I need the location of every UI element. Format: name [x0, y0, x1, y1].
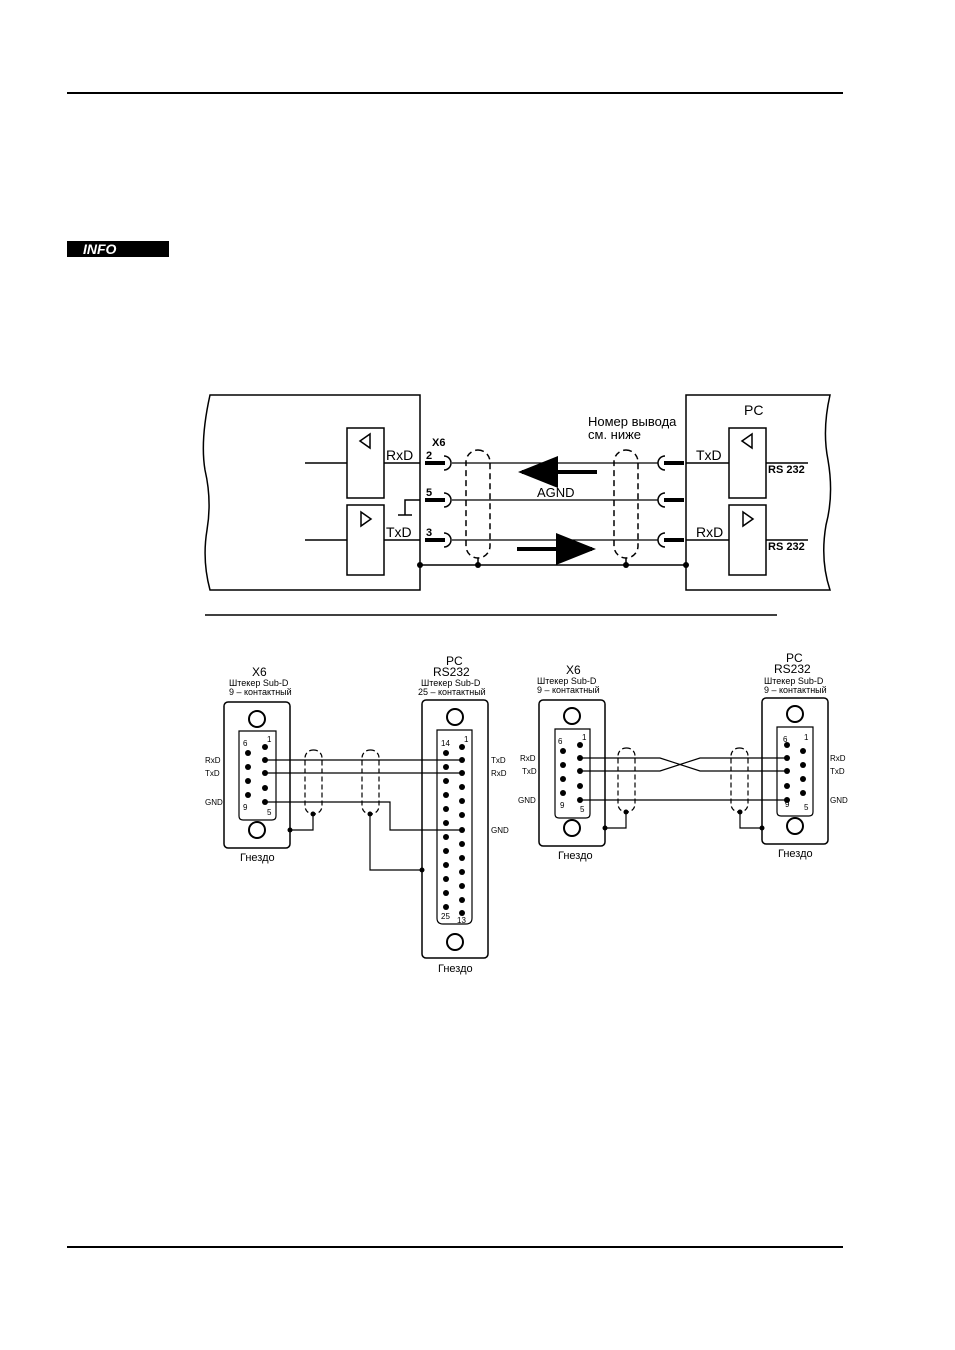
br-txd: TxD [522, 767, 537, 776]
pin-note-2: см. ниже [588, 427, 641, 442]
br-pc-pins: 9 – контактный [764, 685, 827, 695]
br-socket-pc: Гнездо [778, 848, 813, 860]
bl-pc: PC [446, 654, 463, 668]
br-m9: 9 [785, 800, 790, 809]
br-x6: X6 [566, 663, 581, 677]
br-pc-rs232: RS232 [774, 662, 811, 676]
br-x6-plug: Штекер Sub-D [537, 676, 597, 686]
br-m6: 6 [783, 735, 788, 744]
bl-pc-rxd: RxD [491, 769, 507, 778]
x6-label: X6 [432, 437, 445, 449]
br-gnd: GND [518, 796, 536, 805]
pc-receiver-box [728, 427, 767, 499]
br-socket-left: Гнездо [558, 850, 593, 862]
br-n9: 9 [560, 801, 565, 810]
br-pc: PC [786, 651, 803, 665]
bl-n1b: 1 [464, 735, 469, 744]
left-transmitter-triangle [360, 510, 373, 528]
agnd-label: AGND [537, 485, 575, 500]
pc-receiver-triangle [740, 432, 753, 450]
pc-transmitter-triangle [742, 510, 755, 528]
bottom-right-pins [560, 742, 806, 831]
bl-n14: 14 [441, 739, 450, 748]
pc-connector-25 [421, 699, 489, 959]
footer-rule [67, 1246, 843, 1248]
x6-connector-right [538, 699, 606, 847]
info-badge: INFO [67, 241, 169, 257]
br-pc-txd: TxD [830, 767, 845, 776]
left-receiver-triangle [358, 432, 371, 450]
br-rxd: RxD [520, 754, 536, 763]
right-txd: TxD [696, 447, 722, 463]
bl-n1: 1 [267, 735, 272, 744]
br-n6: 6 [558, 737, 563, 746]
rs232-top: RS 232 [768, 464, 805, 476]
bl-n6: 6 [243, 739, 248, 748]
pin-2: 2 [426, 450, 432, 462]
pin-5: 5 [426, 487, 432, 499]
br-pc-gnd: GND [830, 796, 848, 805]
bl-n13: 13 [457, 916, 466, 925]
bl-pc-gnd: GND [491, 826, 509, 835]
right-rxd: RxD [696, 524, 723, 540]
bl-x6-plug: Штекер Sub-D [229, 678, 289, 688]
bl-x6-pins: 9 – контактный [229, 687, 292, 697]
pin-note-1: Номер вывода [588, 414, 677, 429]
pc-title: PC [744, 402, 763, 418]
br-pc-rxd: RxD [830, 754, 846, 763]
servo-device-frame [202, 394, 421, 591]
left-receiver-box [346, 427, 385, 499]
left-txd: TxD [386, 524, 412, 540]
br-n1: 1 [582, 733, 587, 742]
bl-socket-left: Гнездо [240, 852, 275, 864]
bl-x6: X6 [252, 665, 267, 679]
br-pc-plug: Штекер Sub-D [764, 676, 824, 686]
bl-pc-pins: 25 – контактный [418, 687, 486, 697]
bl-pc-plug: Штекер Sub-D [421, 678, 481, 688]
bl-pc-rs232: RS232 [433, 665, 470, 679]
br-m1: 1 [804, 733, 809, 742]
pc-device-frame [685, 394, 832, 591]
shield-left [465, 449, 491, 559]
x6-connector-left [223, 701, 291, 849]
br-m5: 5 [804, 803, 809, 812]
header-rule [67, 92, 843, 94]
left-rxd: RxD [386, 447, 413, 463]
br-n5: 5 [580, 805, 585, 814]
br-x6-pins: 9 – контактный [537, 685, 600, 695]
bl-n9: 9 [243, 803, 248, 812]
bl-txd: TxD [205, 769, 220, 778]
bl-rxd: RxD [205, 756, 221, 765]
rs232-bottom: RS 232 [768, 541, 805, 553]
bl-socket-pc: Гнездо [438, 963, 473, 975]
top-diagram [202, 394, 832, 591]
bl-gnd: GND [205, 798, 223, 807]
pin-3: 3 [426, 527, 432, 539]
shield-right [613, 449, 639, 559]
bl-n25: 25 [441, 912, 450, 921]
bl-pc-txd: TxD [491, 756, 506, 765]
bl-n5: 5 [267, 808, 272, 817]
bottom-left-pins [245, 744, 465, 916]
